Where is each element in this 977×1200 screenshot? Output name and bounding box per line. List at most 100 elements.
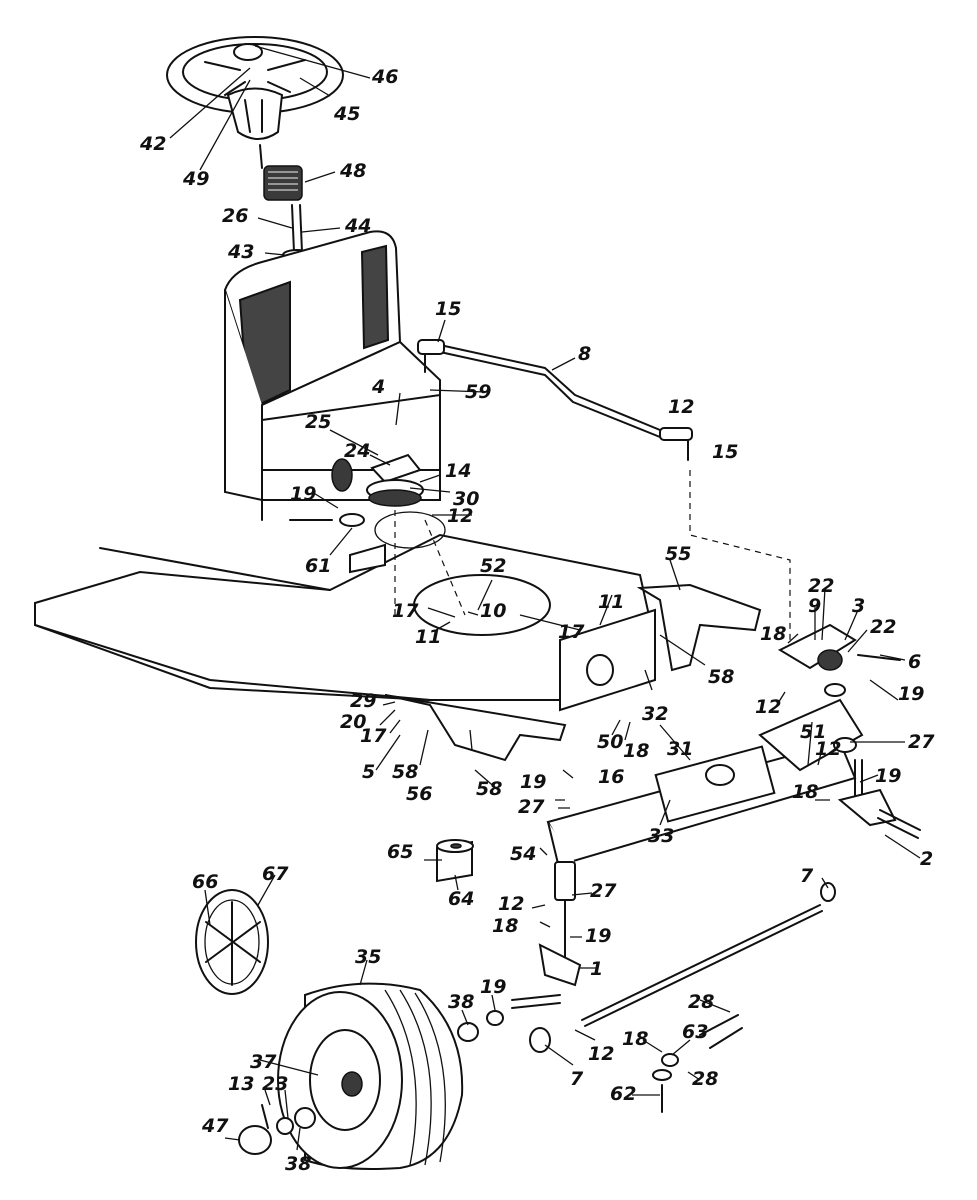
callout-17-bottom: 17 <box>360 725 387 747</box>
callout-38-bottom: 38 <box>285 1153 311 1175</box>
spindle-2 <box>837 759 921 839</box>
callout-13: 13 <box>228 1073 254 1095</box>
callout-6: 6 <box>908 651 921 673</box>
callout-18-frame: 18 <box>623 740 649 762</box>
callout-22-top: 22 <box>808 575 834 597</box>
callout-42: 42 <box>139 133 166 155</box>
callout-12-gear: 12 <box>447 505 473 527</box>
callout-16: 16 <box>598 766 624 788</box>
callout-54: 54 <box>510 843 536 865</box>
callout-11-right: 11 <box>598 591 624 613</box>
callout-66: 66 <box>192 871 218 893</box>
callout-47: 47 <box>201 1115 229 1137</box>
callout-10: 10 <box>480 600 506 622</box>
callout-18-arm: 18 <box>760 623 786 645</box>
callout-26: 26 <box>222 205 248 227</box>
callout-18-joint: 18 <box>622 1028 648 1050</box>
bracket-55 <box>636 583 762 672</box>
callout-12-link: 12 <box>668 396 694 418</box>
steering-arm-3 <box>777 623 901 671</box>
callout-8: 8 <box>578 343 591 365</box>
callout-3: 3 <box>852 595 865 617</box>
callout-46: 46 <box>371 66 398 88</box>
callout-55: 55 <box>665 543 691 565</box>
callout-33: 33 <box>648 825 674 847</box>
callout-24: 24 <box>344 440 370 462</box>
callout-19-arm: 19 <box>898 683 924 705</box>
callout-62: 62 <box>610 1083 636 1105</box>
callout-35: 35 <box>355 946 381 968</box>
callout-56: 56 <box>406 783 432 805</box>
drag-link-8 <box>417 339 791 640</box>
callout-4: 4 <box>371 376 385 398</box>
callout-17-top: 17 <box>392 600 419 622</box>
callout-9: 9 <box>808 595 821 617</box>
callout-25: 25 <box>305 411 331 433</box>
callout-58-left: 58 <box>392 761 418 783</box>
callout-23: 23 <box>262 1073 288 1095</box>
callout-19-spindle-left: 19 <box>585 925 611 947</box>
callout-18-axle: 18 <box>792 781 818 803</box>
callout-7-left: 7 <box>570 1068 584 1090</box>
spindle-1 <box>511 861 582 1053</box>
steering-wheel <box>166 36 344 140</box>
callout-18-spindle: 18 <box>492 915 518 937</box>
callout-32: 32 <box>642 703 668 725</box>
callout-61: 61 <box>305 555 331 577</box>
callout-38-top: 38 <box>448 991 474 1013</box>
callout-15-top: 15 <box>435 298 461 320</box>
callout-22-right: 22 <box>870 616 896 638</box>
ball-joint <box>652 1053 679 1113</box>
spacer-65 <box>436 839 474 883</box>
callout-29: 29 <box>350 690 376 712</box>
front-wheel-35 <box>277 982 504 1170</box>
callout-14: 14 <box>445 460 471 482</box>
tie-rod-28 <box>581 882 836 1049</box>
callout-65: 65 <box>387 841 413 863</box>
callout-19-spindle: 19 <box>875 765 901 787</box>
hub-cap <box>195 889 269 995</box>
callout-leaders <box>169 45 921 1151</box>
callout-43: 43 <box>227 241 254 263</box>
callout-labels: 46 45 42 49 48 26 44 43 15 8 4 59 12 15 … <box>139 66 935 1175</box>
callout-27-mid: 27 <box>518 796 545 818</box>
callout-19-wheel: 19 <box>480 976 506 998</box>
callout-52: 52 <box>480 555 506 577</box>
callout-27-bottom: 27 <box>590 880 617 902</box>
callout-15-right: 15 <box>712 441 738 463</box>
bracket-56 <box>384 694 567 762</box>
callout-12-spindle: 12 <box>498 893 524 915</box>
front-axle-33 <box>546 683 864 874</box>
callout-11-left: 11 <box>415 626 441 648</box>
callout-31: 31 <box>667 738 693 760</box>
callout-19-column: 19 <box>290 483 316 505</box>
callout-64: 64 <box>448 888 474 910</box>
callout-45: 45 <box>333 103 360 125</box>
callout-20: 20 <box>340 711 366 733</box>
callout-12-wheel: 12 <box>588 1043 614 1065</box>
callout-49: 49 <box>182 168 209 190</box>
callout-30: 30 <box>453 488 479 510</box>
axle-cap-47 <box>238 1104 316 1155</box>
callout-58-bottom: 58 <box>476 778 502 800</box>
callout-28-rod: 28 <box>688 991 714 1013</box>
callout-17-mid: 17 <box>558 621 585 643</box>
callout-5: 5 <box>362 761 375 783</box>
callout-58-right: 58 <box>708 666 734 688</box>
frame-deck <box>34 511 656 712</box>
callout-59: 59 <box>465 381 491 403</box>
callout-50: 50 <box>597 731 623 753</box>
callout-19-king: 19 <box>520 771 546 793</box>
callout-1: 1 <box>590 958 603 980</box>
callout-67: 67 <box>262 863 289 885</box>
callout-37: 37 <box>250 1051 277 1073</box>
callout-28-joint: 28 <box>692 1068 718 1090</box>
callout-63: 63 <box>682 1021 708 1043</box>
callout-27-right: 27 <box>908 731 935 753</box>
callout-2: 2 <box>920 848 933 870</box>
callout-48: 48 <box>339 160 366 182</box>
callout-12-arm: 12 <box>755 696 781 718</box>
callout-44: 44 <box>344 215 371 237</box>
